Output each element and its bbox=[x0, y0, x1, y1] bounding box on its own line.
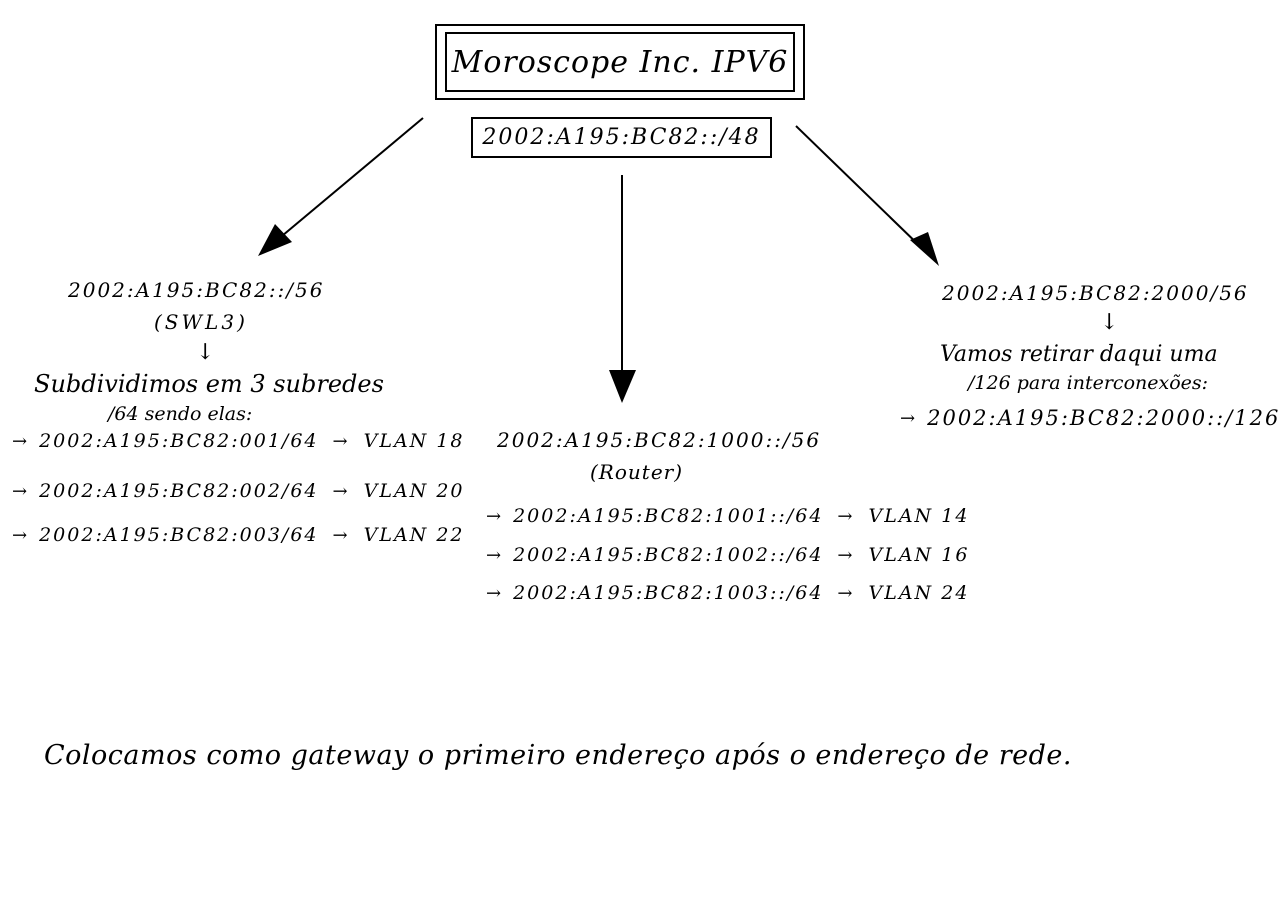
center-subnet-row: → 2002:A195:BC82:1002::/64 → VLAN 16 bbox=[486, 544, 969, 566]
subnet-address: 2002:A195:BC82:1001::/64 bbox=[513, 505, 824, 527]
right-note-line1: Vamos retirar daqui uma bbox=[940, 342, 1218, 367]
center-subnet-row: → 2002:A195:BC82:1003::/64 → VLAN 24 bbox=[486, 582, 969, 604]
subnet-address: 2002:A195:BC82:003/64 bbox=[39, 524, 319, 546]
arrow-right-icon: → bbox=[12, 524, 30, 546]
vlan-label: VLAN 20 bbox=[363, 480, 465, 502]
arrow-right-icon: → bbox=[837, 582, 855, 604]
center-branch-address: 2002:A195:BC82:1000::/56 bbox=[497, 428, 822, 452]
subnet-address: 2002:A195:BC82:002/64 bbox=[39, 480, 319, 502]
center-branch-device: (Router) bbox=[590, 460, 684, 484]
left-branch-device: (SWL3) bbox=[154, 310, 248, 334]
arrow-right-icon: → bbox=[332, 524, 350, 546]
vlan-label: VLAN 22 bbox=[363, 524, 465, 546]
arrow-to-right-branch bbox=[795, 125, 929, 255]
vlan-label: VLAN 16 bbox=[868, 544, 970, 566]
right-branch-address: 2002:A195:BC82:2000/56 bbox=[942, 281, 1249, 305]
subnet-address: 2002:A195:BC82:1002::/64 bbox=[513, 544, 824, 566]
left-note-line1: Subdividimos em 3 subredes bbox=[34, 370, 384, 398]
vlan-label: VLAN 14 bbox=[868, 505, 970, 527]
center-subnet-row: → 2002:A195:BC82:1001::/64 → VLAN 14 bbox=[486, 505, 969, 527]
subnet-address: 2002:A195:BC82:1003::/64 bbox=[513, 582, 824, 604]
arrowhead-center bbox=[609, 370, 636, 403]
vlan-label: VLAN 18 bbox=[363, 430, 465, 452]
arrow-right-icon: → bbox=[332, 430, 350, 452]
page-title: Moroscope Inc. IPV6 bbox=[445, 32, 795, 92]
root-prefix: 2002:A195:BC82::/48 bbox=[471, 117, 772, 158]
subnet-address: 2002:A195:BC82:001/64 bbox=[39, 430, 319, 452]
left-subnet-row: → 2002:A195:BC82:003/64 → VLAN 22 bbox=[12, 524, 465, 546]
right-note-line2: /126 para interconexões: bbox=[968, 372, 1209, 394]
left-subnet-row: → 2002:A195:BC82:001/64 → VLAN 18 bbox=[12, 430, 465, 452]
arrowhead-left bbox=[258, 224, 292, 256]
vlan-label: VLAN 24 bbox=[868, 582, 970, 604]
gateway-note: Colocamos como gateway o primeiro endere… bbox=[44, 740, 1072, 771]
arrow-right-icon: → bbox=[837, 544, 855, 566]
arrow-to-left-branch bbox=[269, 117, 424, 247]
left-subnet-row: → 2002:A195:BC82:002/64 → VLAN 20 bbox=[12, 480, 465, 502]
title-frame bbox=[435, 24, 805, 100]
arrowhead-right bbox=[910, 232, 939, 266]
left-branch-address: 2002:A195:BC82::/56 bbox=[68, 278, 325, 302]
arrow-right-icon: → bbox=[486, 582, 504, 604]
arrow-right-icon: → bbox=[486, 505, 504, 527]
arrow-right-icon: → bbox=[12, 480, 30, 502]
right-interconnect-row: → 2002:A195:BC82:2000::/126 bbox=[900, 406, 1280, 430]
arrow-right-icon: → bbox=[837, 505, 855, 527]
arrow-right-icon: → bbox=[332, 480, 350, 502]
arrow-right-icon: → bbox=[486, 544, 504, 566]
down-arrow-icon: ↓ bbox=[196, 340, 215, 365]
arrow-right-icon: → bbox=[12, 430, 30, 452]
arrow-right-icon: → bbox=[900, 407, 918, 429]
down-arrow-icon: ↓ bbox=[1100, 310, 1119, 335]
interconnect-address: 2002:A195:BC82:2000::/126 bbox=[927, 406, 1280, 430]
left-note-line2: /64 sendo elas: bbox=[108, 403, 253, 425]
